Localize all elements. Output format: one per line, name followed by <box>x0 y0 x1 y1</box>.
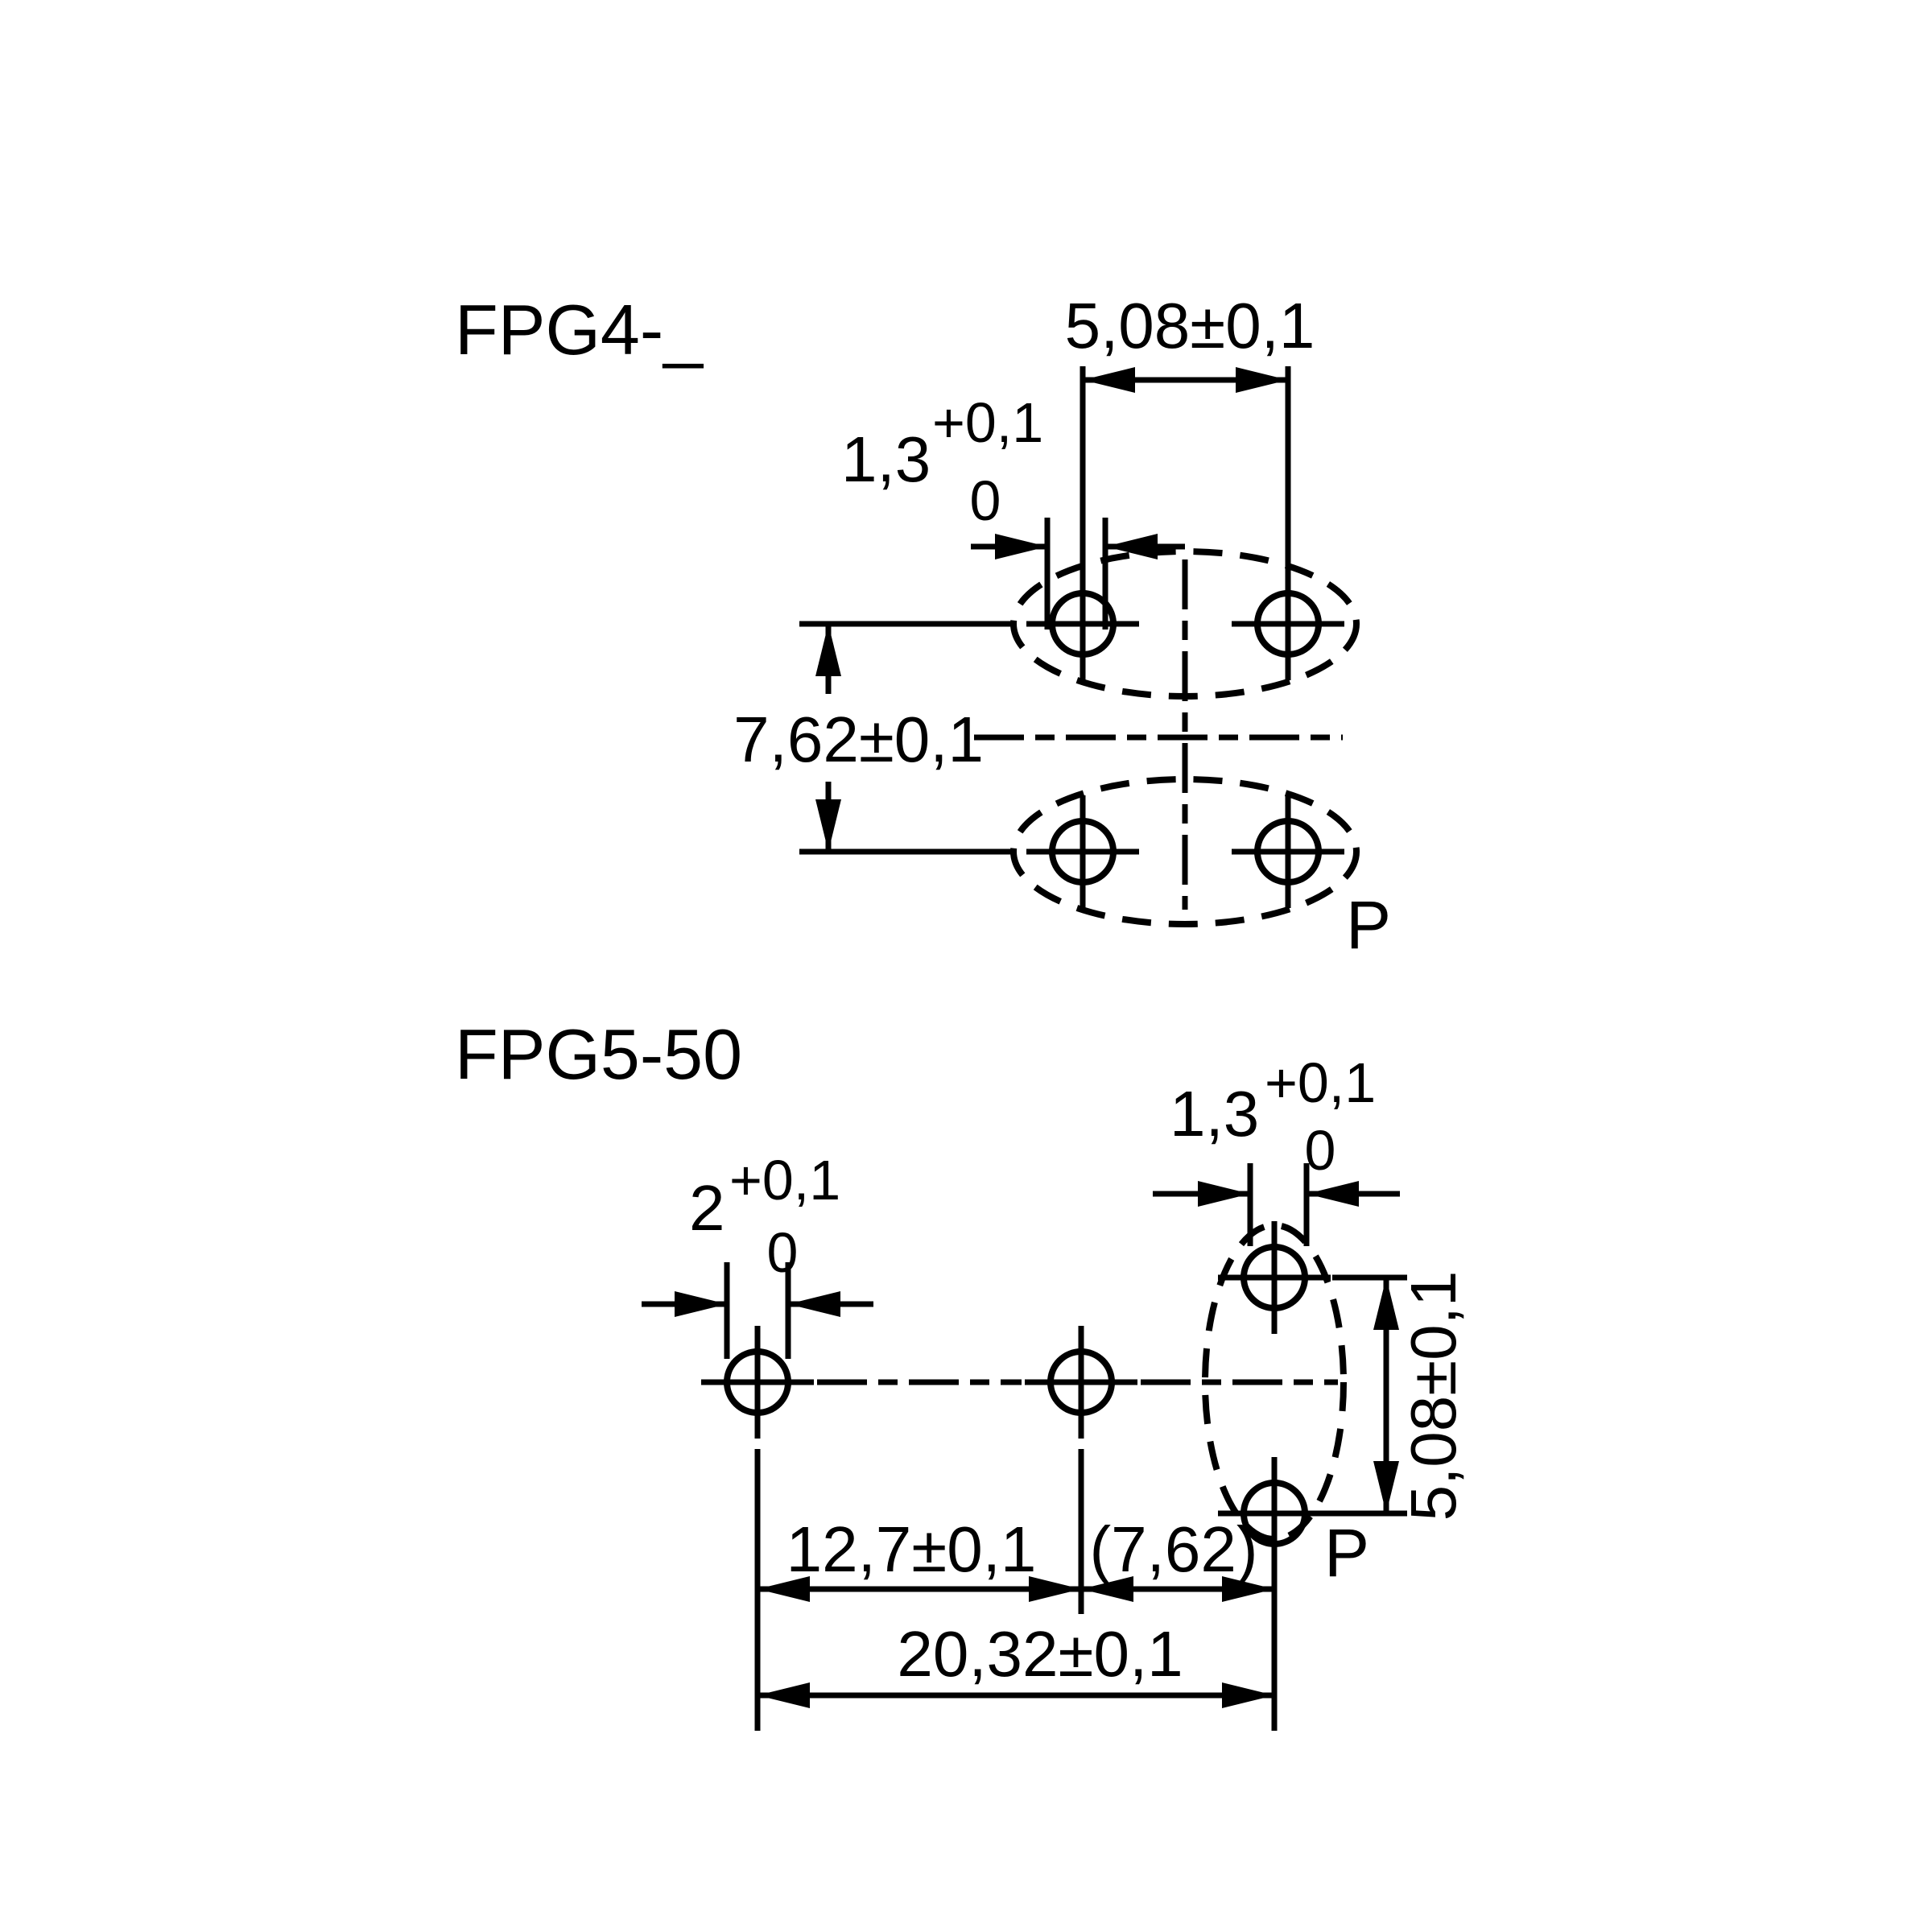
fpg4-hole-bottom-right <box>1232 795 1344 908</box>
fpg4-dim-row-pitch: 7,62±0,1 <box>733 621 1013 855</box>
fpg4-hole-dia-ticks <box>1044 518 1108 630</box>
fpg5-pitch-arrow-4 <box>1222 1576 1274 1602</box>
fpg5-hole-large-ticks <box>1247 1163 1310 1246</box>
fpg4-hole-dia-lower-tol: 0 <box>970 469 1001 532</box>
fpg4-hole-dia-nominal: 1,3 <box>841 423 931 495</box>
fpg4-row-pitch-arrow-down <box>815 799 841 852</box>
fpg5-hole-large-arrow-right <box>1307 1181 1359 1207</box>
fpg5-hole-small-arrow-right <box>788 1291 840 1317</box>
fpg4-hole-dia-arrow-left <box>995 534 1047 559</box>
fpg4-dim-hole-pitch-x: 5,08±0,1 <box>1065 290 1315 568</box>
fpg5-pitch-arrow-3 <box>1081 1576 1133 1602</box>
fpg5-hole-small-ticks <box>724 1262 791 1359</box>
fpg4-hole-dia-upper-tol: +0,1 <box>932 391 1043 454</box>
fpg4-dim-hole-pitch-x-text: 5,08±0,1 <box>1065 290 1315 361</box>
fpg5-hole-ellipse-top <box>1218 1221 1331 1334</box>
fpg5-dim-hole-small: 2 +0,1 0 <box>642 1149 873 1359</box>
fpg5-overall-arrow-left <box>758 1682 810 1708</box>
fpg5-hole-large-upper-tol: +0,1 <box>1265 1051 1376 1114</box>
fpg5-hole-large-arrow-left <box>1198 1181 1250 1207</box>
fpg4-hole-dia-arrow-right <box>1105 534 1158 559</box>
fpg4-dim-hole-pitch-x-extlines <box>1080 366 1291 568</box>
fpg4-dim-arrow-left <box>1083 367 1135 393</box>
fpg4-row-pitch-arrow-up <box>815 624 841 676</box>
fpg5-figure: FPG5-50 2 +0,1 0 <box>455 1014 1469 1731</box>
fpg5-hole-large-lower-tol: 0 <box>1305 1119 1336 1182</box>
fpg5-hole-small-nominal: 2 <box>689 1172 725 1244</box>
fpg5-hole-ellipse-bottom <box>1218 1457 1331 1570</box>
fpg5-pad-ellipse <box>1202 1222 1347 1542</box>
fpg4-hole-top-right <box>1232 568 1344 680</box>
fpg5-hole-small-arrow-left <box>675 1291 727 1317</box>
fpg5-pitch-y-arrow-down <box>1373 1461 1399 1513</box>
fpg5-dim-hole-large: 1,3 +0,1 0 <box>1153 1051 1400 1246</box>
fpg5-dim-pitch-row: 12,7±0,1 (7,62) <box>758 1513 1274 1602</box>
fpg5-overall-arrow-right <box>1222 1682 1274 1708</box>
fpg5-hole-left <box>701 1326 814 1439</box>
fpg4-hole-top-left <box>1026 568 1139 680</box>
fpg4-dim-arrow-right <box>1236 367 1288 393</box>
fpg4-row-pitch-text: 7,62±0,1 <box>733 704 984 775</box>
fpg4-hole-bottom-left <box>1026 795 1139 908</box>
fpg5-pitch-arrow-1 <box>758 1576 810 1602</box>
fpg5-hole-small-upper-tol: +0,1 <box>729 1149 840 1212</box>
fpg5-pin-label: P <box>1324 1515 1369 1591</box>
fpg5-dim-overall: 20,32±0,1 <box>758 1618 1274 1708</box>
fpg4-dim-hole-diameter: 1,3 +0,1 0 <box>841 391 1185 630</box>
fpg5-hole-small-lower-tol: 0 <box>767 1221 799 1284</box>
fpg5-pitch-right-text: (7,62) <box>1090 1513 1258 1585</box>
fpg4-figure: FPG4-_ 5,08±0,1 <box>455 290 1391 963</box>
fpg5-pitch-y-arrow-up <box>1373 1278 1399 1330</box>
fpg5-pitch-left-text: 12,7±0,1 <box>786 1513 1037 1585</box>
fpg5-hole-middle <box>1025 1326 1137 1439</box>
fpg5-dim-hole-pitch-y: 5,08±0,1 <box>1327 1271 1469 1521</box>
fpg5-hole-large-nominal: 1,3 <box>1170 1078 1259 1150</box>
fpg5-pitch-arrow-2 <box>1029 1576 1081 1602</box>
fpg5-pitch-y-extlines <box>1327 1274 1407 1517</box>
fpg5-pitch-y-text: 5,08±0,1 <box>1397 1271 1469 1521</box>
fpg4-label: FPG4-_ <box>455 290 704 369</box>
fpg4-pin-label: P <box>1346 887 1391 963</box>
fpg5-label: FPG5-50 <box>455 1014 742 1094</box>
fpg4-row-pitch-extlines <box>799 621 1013 855</box>
fpg5-overall-text: 20,32±0,1 <box>897 1618 1183 1690</box>
